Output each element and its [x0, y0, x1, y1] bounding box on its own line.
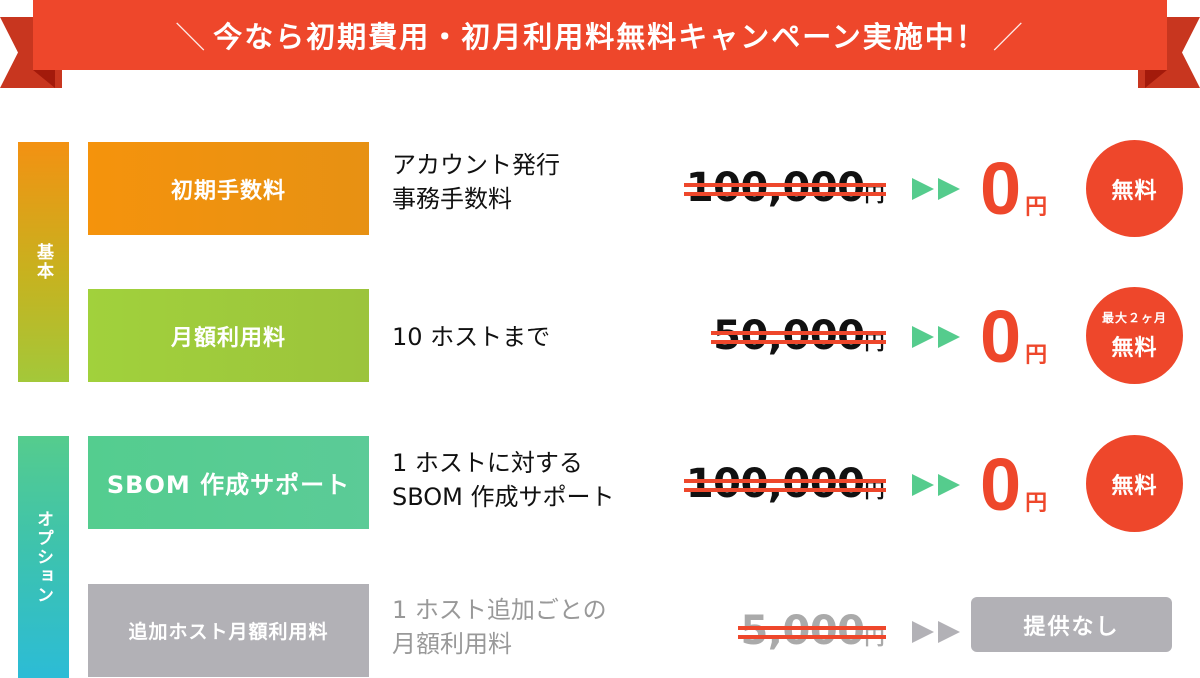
strikethrough-line — [683, 192, 886, 196]
new-price-unit: 円 — [1025, 195, 1048, 220]
banner-title: 今なら初期費用・初月利用料無料キャンペーン実施中！ — [213, 20, 987, 54]
desc-line: 月額利用料 — [392, 630, 512, 658]
strikethrough-line — [683, 183, 886, 187]
desc-line: SBOM 作成サポート — [392, 483, 615, 511]
old-price-value: 100,000 — [685, 165, 865, 211]
badge-sublabel: 最大２ヶ月 — [1101, 311, 1167, 325]
strikethrough-line — [711, 331, 886, 335]
old-price-value: 50,000 — [713, 313, 865, 359]
double-arrow-icon — [912, 474, 962, 496]
strikethrough-line — [738, 626, 886, 630]
banner-slash-right: ／ — [992, 21, 1025, 56]
row-description: 10 ホストまで — [392, 320, 550, 354]
row-label: 初期手数料 — [88, 142, 369, 235]
row-label: 月額利用料 — [88, 289, 369, 382]
new-price-unit: 円 — [1025, 343, 1048, 368]
free-badge: 無料 — [1086, 140, 1183, 237]
desc-line: 事務手数料 — [392, 185, 512, 213]
new-price-value: 0 — [980, 295, 1022, 378]
category-basic: 基本 — [18, 142, 69, 382]
badge-label: 無料 — [1111, 336, 1158, 361]
free-badge: 最大２ヶ月 無料 — [1086, 287, 1183, 384]
double-arrow-icon — [912, 326, 962, 348]
double-arrow-icon — [912, 621, 962, 643]
desc-line: アカウント発行 — [392, 151, 560, 179]
desc-line: 1 ホスト追加ごとの — [392, 596, 607, 624]
badge-label: 無料 — [1111, 473, 1158, 499]
desc-line: 1 ホストに対する — [392, 449, 583, 477]
banner-slash-left: ＼ — [175, 21, 208, 56]
old-price-value: 100,000 — [685, 461, 865, 507]
badge-label: 無料 — [1111, 178, 1158, 204]
double-arrow-icon — [912, 178, 962, 200]
strikethrough-line — [683, 479, 886, 483]
new-price-value: 0 — [980, 443, 1022, 526]
row-description: 1 ホストに対する SBOM 作成サポート — [392, 446, 615, 514]
not-available-badge: 提供なし — [971, 597, 1172, 652]
row-description: アカウント発行 事務手数料 — [392, 148, 560, 216]
desc-line: 10 ホストまで — [392, 323, 551, 351]
strikethrough-line — [738, 635, 886, 639]
row-label: 追加ホスト月額利用料 — [88, 584, 369, 677]
category-option: オプション — [18, 436, 69, 678]
row-label: SBOM 作成サポート — [88, 436, 369, 529]
strikethrough-line — [711, 340, 886, 344]
old-price-value: 5,000 — [740, 608, 865, 654]
campaign-banner: ＼ 今なら初期費用・初月利用料無料キャンペーン実施中！ ／ — [33, 0, 1167, 70]
row-description: 1 ホスト追加ごとの 月額利用料 — [392, 593, 607, 661]
new-price-value: 0 — [980, 147, 1022, 230]
free-badge: 無料 — [1086, 435, 1183, 532]
new-price-unit: 円 — [1025, 491, 1048, 516]
strikethrough-line — [683, 488, 886, 492]
